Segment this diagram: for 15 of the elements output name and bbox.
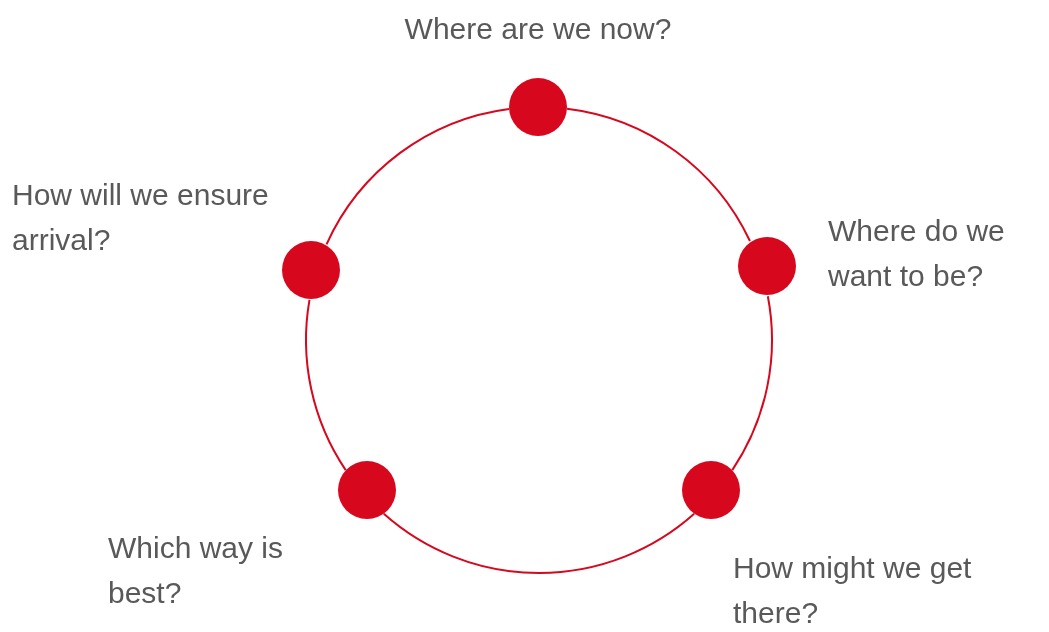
circle-arc: [325, 107, 510, 246]
question-label: Where are we now?: [403, 11, 673, 47]
circle-arc: [305, 298, 347, 472]
question-label: Which way is best?: [108, 530, 285, 611]
marker-dot: [682, 461, 740, 519]
circle-arc: [566, 107, 751, 243]
marker-dot: [509, 78, 567, 136]
question-label: Where do we want to be?: [828, 213, 1006, 294]
circle-arc: [382, 512, 696, 574]
marker-dot: [282, 241, 340, 299]
marker-dot: [738, 237, 796, 295]
circle-arc: [731, 295, 773, 472]
question-label: How will we ensure arrival?: [12, 177, 270, 258]
marker-dot: [338, 461, 396, 519]
question-label: How might we get there?: [733, 550, 973, 631]
